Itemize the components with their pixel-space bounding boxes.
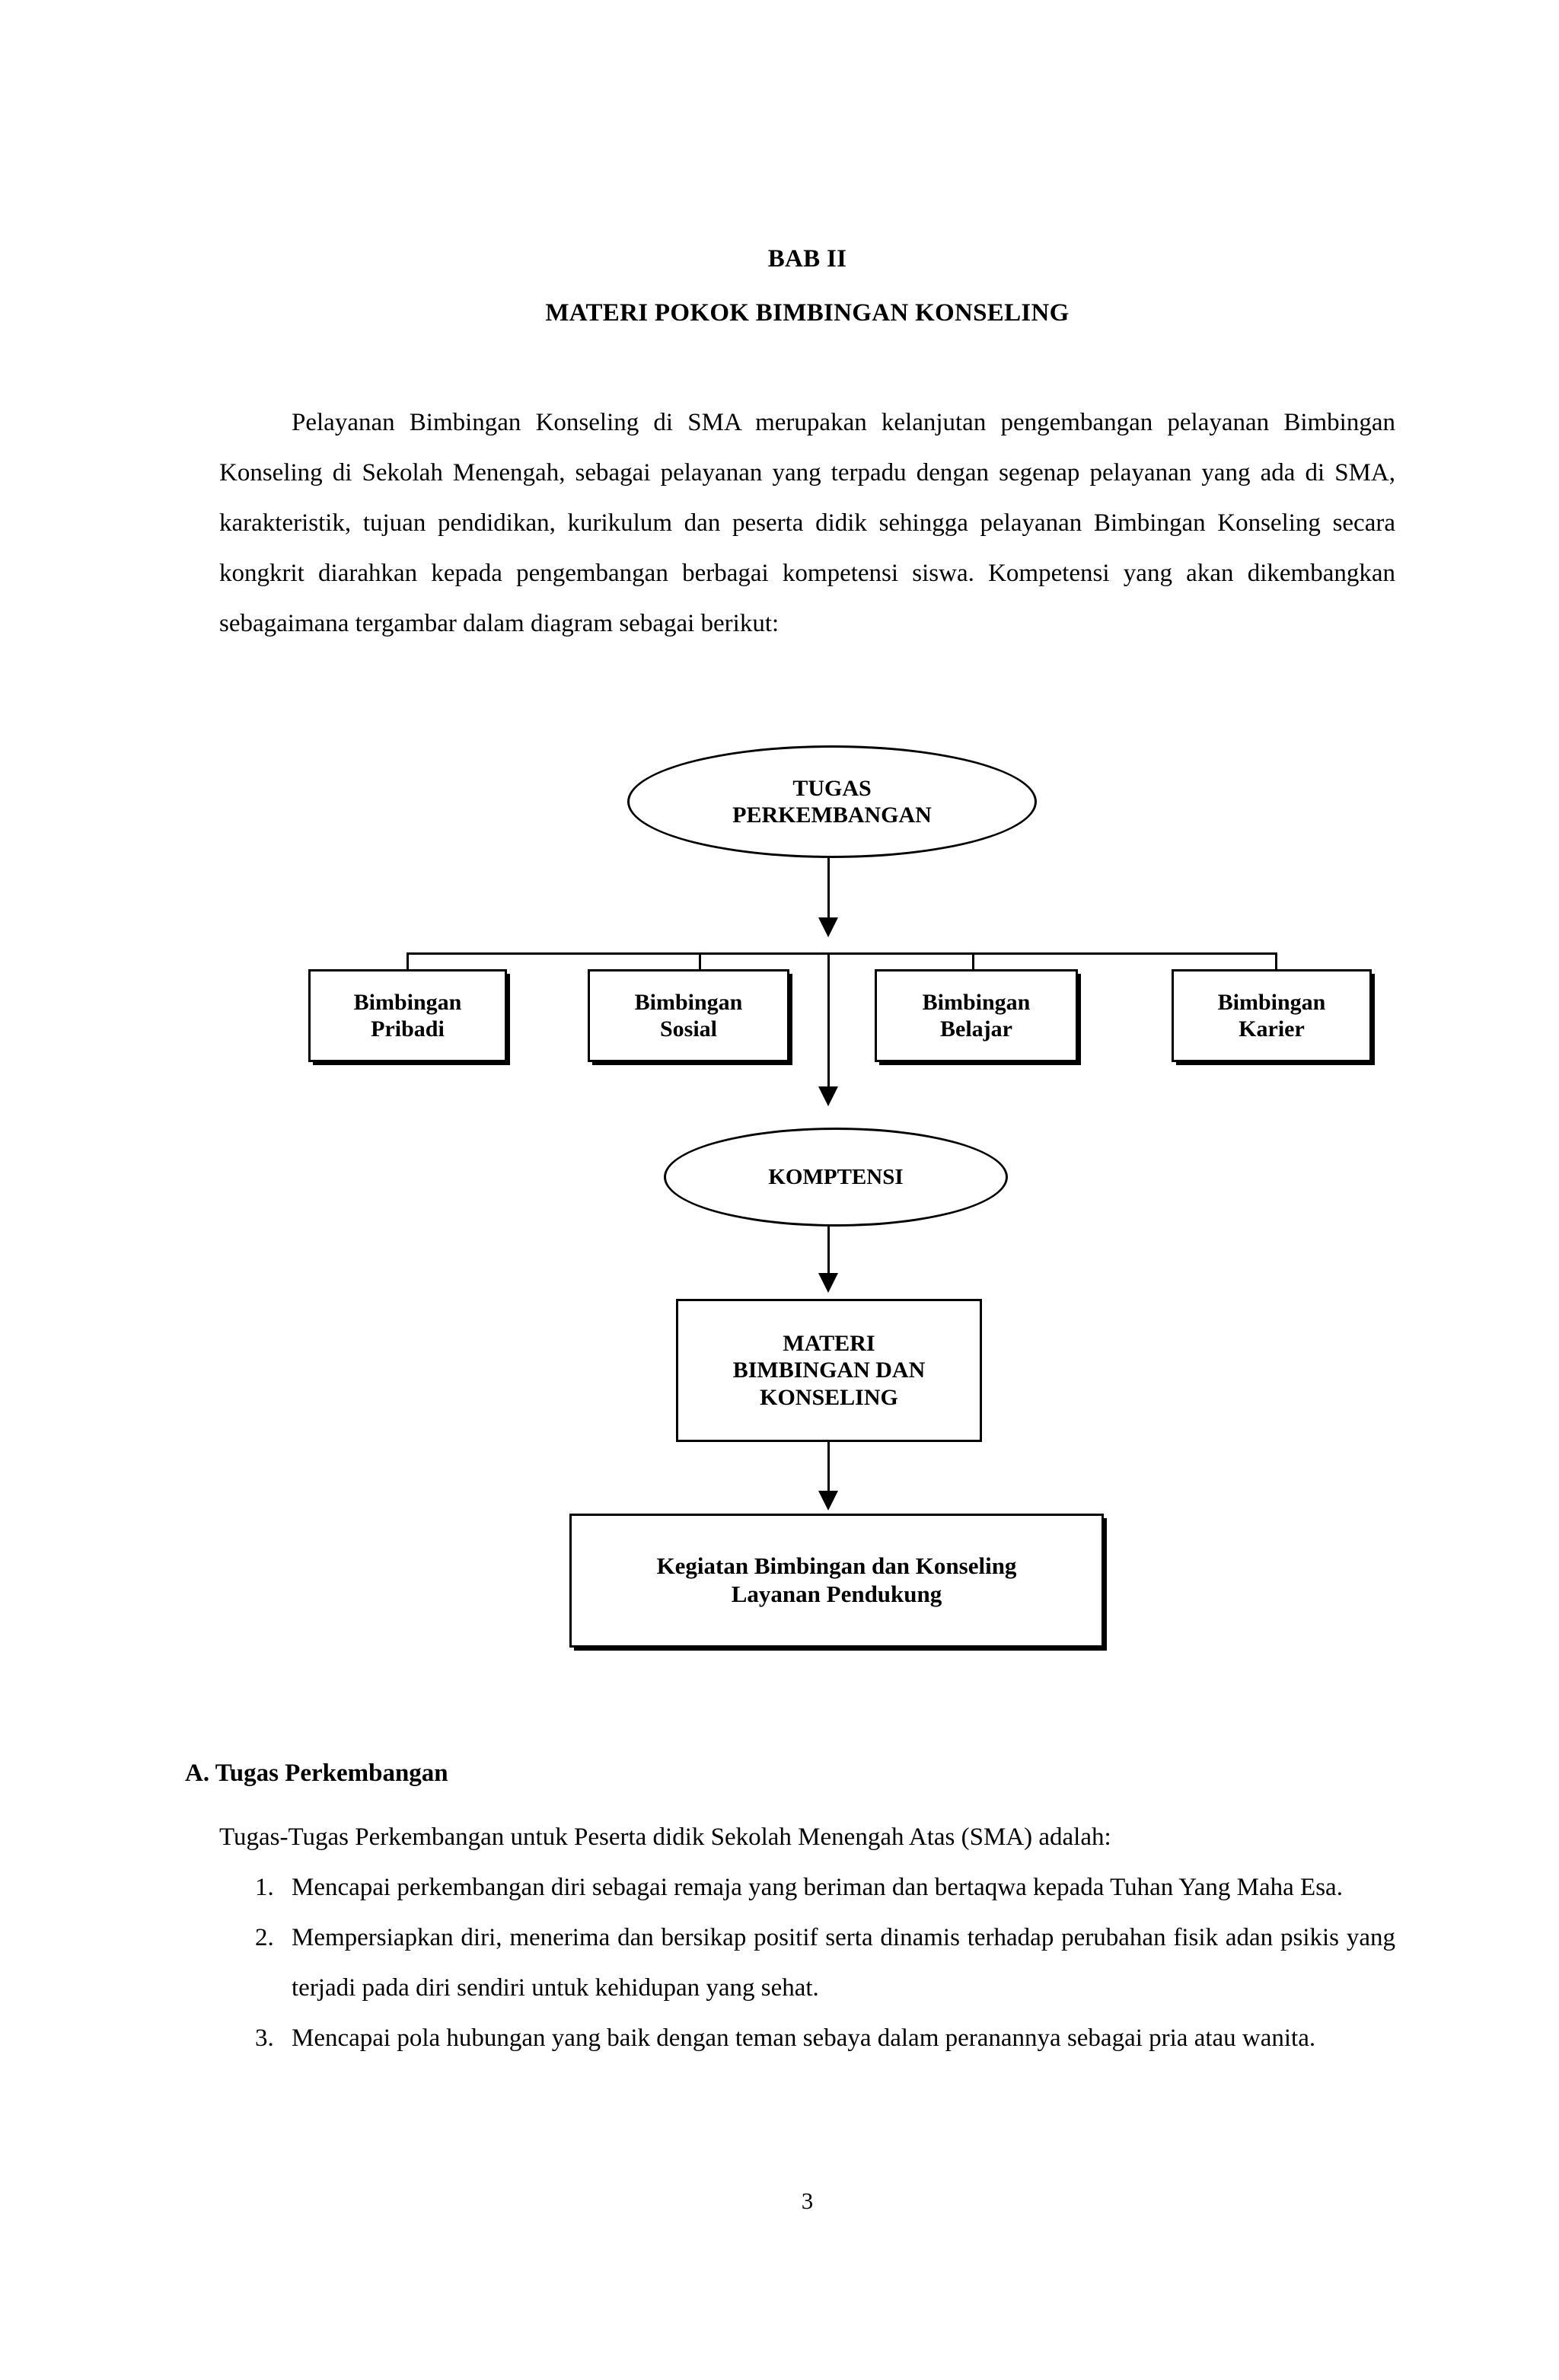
arrowhead-to-kompetensi: [818, 1086, 838, 1106]
branch-4-line2: Karier: [1239, 1016, 1305, 1042]
node-bimbingan-karier-shape: [1172, 969, 1372, 1062]
node-kompetensi-shape: [664, 1128, 1008, 1227]
branch-2-line2: Sosial: [659, 1016, 717, 1042]
arrowhead-to-materi: [818, 1273, 838, 1293]
connector-fan-horizontal: [406, 952, 1277, 955]
branch-1-line1: Bimbingan: [353, 989, 462, 1015]
node-kegiatan-label: Kegiatan Bimbingan dan Konseling Layanan…: [569, 1514, 1104, 1648]
branch-2-line1: Bimbingan: [634, 989, 743, 1015]
branch-1-line2: Pribadi: [371, 1016, 445, 1042]
node-materi-shape: [676, 1299, 982, 1442]
kegiatan-line2: Layanan Pendukung: [731, 1581, 942, 1607]
node-bimbingan-sosial-label: Bimbingan Sosial: [588, 969, 789, 1062]
list-item: 1. Mencapai perkembangan diri sebagai re…: [255, 1862, 1395, 1913]
connector-materi-down: [827, 1440, 830, 1495]
intro-paragraph: Pelayanan Bimbingan Konseling di SMA mer…: [219, 409, 1395, 637]
node-tugas-line2: PERKEMBANGAN: [732, 802, 932, 828]
kegiatan-line1: Kegiatan Bimbingan dan Konseling: [656, 1552, 1017, 1580]
node-tugas-perkembangan-shape: [627, 745, 1037, 858]
node-tugas-line1: TUGAS: [792, 775, 872, 801]
node-bimbingan-sosial-shape: [588, 969, 789, 1062]
node-kompetensi-label: KOMPTENSI: [768, 1164, 904, 1189]
node-tugas-perkembangan-label: TUGAS PERKEMBANGAN: [627, 745, 1037, 858]
node-bimbingan-belajar-label: Bimbingan Belajar: [875, 969, 1078, 1062]
node-bimbingan-pribadi-shape: [308, 969, 507, 1062]
branch-4-line1: Bimbingan: [1217, 989, 1326, 1015]
connector-root-down: [827, 856, 830, 924]
connector-center-through: [827, 952, 830, 1090]
tugas-perkembangan-list: 1. Mencapai perkembangan diri sebagai re…: [255, 1862, 1395, 2063]
list-item-text: Mencapai pola hubungan yang baik dengan …: [292, 2024, 1316, 2052]
arrowhead-to-kegiatan: [818, 1491, 838, 1511]
connector-kompetensi-down: [827, 1224, 830, 1278]
list-item-marker: 1.: [255, 1874, 274, 1901]
branch-3-line2: Belajar: [940, 1016, 1012, 1042]
section-a-heading: A. Tugas Perkembangan: [185, 1759, 448, 1787]
node-kegiatan-shape: [569, 1514, 1104, 1648]
list-item-text: Mempersiapkan diri, menerima dan bersika…: [292, 1924, 1395, 2002]
connector-branch-4: [1275, 952, 1277, 971]
list-item: 2. Mempersiapkan diri, menerima dan bers…: [255, 1913, 1395, 2013]
materi-line3: KONSELING: [760, 1384, 898, 1410]
branch-3-line1: Bimbingan: [922, 989, 1031, 1015]
materi-line1: MATERI: [783, 1330, 875, 1356]
node-bimbingan-belajar-shape: [875, 969, 1078, 1062]
chapter-title: MATERI POKOK BIMBINGAN KONSELING: [545, 299, 1070, 327]
list-item-marker: 2.: [255, 1924, 274, 1951]
connector-branch-2: [699, 952, 701, 971]
connector-branch-1: [406, 952, 409, 971]
list-item: 3. Mencapai pola hubungan yang baik deng…: [255, 2013, 1395, 2063]
list-item-marker: 3.: [255, 2024, 274, 2052]
section-a-lead-text: Tugas-Tugas Perkembangan untuk Peserta d…: [219, 1823, 1111, 1851]
node-bimbingan-pribadi-label: Bimbingan Pribadi: [308, 969, 507, 1062]
page-number: 3: [801, 2187, 814, 2214]
materi-line2: BIMBINGAN DAN: [732, 1357, 926, 1383]
arrowhead-root-down: [818, 917, 838, 937]
connector-branch-3: [972, 952, 974, 971]
list-item-text: Mencapai perkembangan diri sebagai remaj…: [292, 1874, 1343, 1901]
node-materi-label: MATERI BIMBINGAN DAN KONSELING: [676, 1299, 982, 1442]
node-bimbingan-karier-label: Bimbingan Karier: [1172, 969, 1372, 1062]
chapter-label: BAB II: [767, 245, 847, 273]
